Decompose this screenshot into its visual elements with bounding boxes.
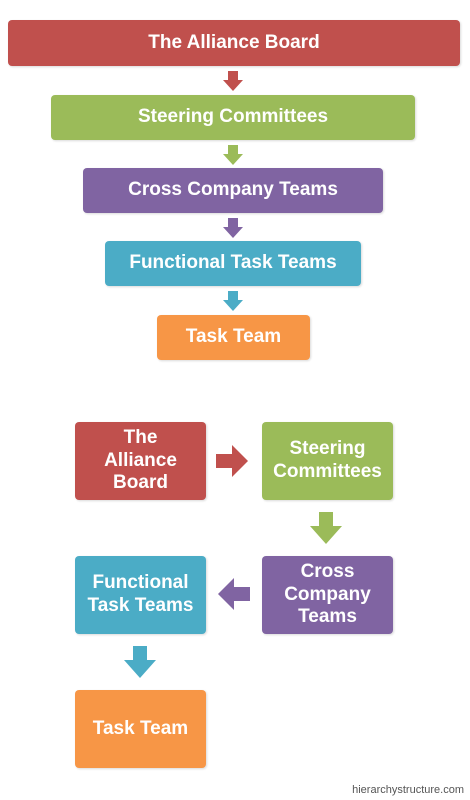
label-line: Steering [289,438,366,460]
label-line: The [123,426,158,448]
flow-arrow-right [216,445,248,477]
flow-arrow-down-1 [310,512,342,544]
arrow-shape [223,71,243,91]
flow-node-task-team: Task Team [75,690,206,768]
top-arrow-down-1 [223,71,243,91]
arrow-path [310,512,342,544]
flow-node-steering-committees: Steering Committees [262,422,393,500]
arrow-shape [218,578,250,610]
label-line: Alliance [104,449,177,471]
arrow-path [124,646,156,678]
arrow-shape [223,145,243,165]
top-node-cross-company-teams: Cross Company Teams [83,168,383,213]
top-node-task-team: Task Team [157,315,310,360]
top-node-steering-committees: Steering Committees [51,95,415,140]
label-line: Cross [300,560,355,582]
flow-node-label: The Alliance Board [104,427,177,495]
label-line: Teams [298,606,357,628]
arrow-path [223,291,243,311]
flow-node-label: Cross Company Teams [284,561,371,629]
top-node-functional-task-teams: Functional Task Teams [105,241,361,286]
top-arrow-down-3 [223,218,243,238]
arrow-shape [223,218,243,238]
arrow-shape [223,291,243,311]
flow-node-label: Task Team [93,718,188,741]
label-line: Company [284,583,371,605]
flow-node-cross-company-teams: Cross Company Teams [262,556,393,634]
top-arrow-down-2 [223,145,243,165]
label-line: Board [113,472,168,494]
top-arrow-down-4 [223,291,243,311]
arrow-shape [216,445,248,477]
flow-arrow-left [218,578,250,610]
label-line: Task Teams [87,595,194,616]
arrow-shape [124,646,156,678]
arrow-path [223,145,243,165]
arrow-shape [310,512,342,544]
label-line: Task Team [92,717,189,739]
label-line: Functional [92,572,189,594]
arrow-path [218,578,250,610]
arrow-path [216,445,248,477]
top-node-alliance-board: The Alliance Board [8,20,460,66]
flow-node-label: Steering Committees [273,438,382,484]
flow-node-alliance-board: The Alliance Board [75,422,206,500]
arrow-path [223,71,243,91]
label-line: Committees [273,461,382,482]
flow-node-label: Functional Task Teams [88,572,194,618]
flow-arrow-down-2 [124,646,156,678]
watermark: hierarchystructure.com [352,784,464,796]
flow-node-functional-task-teams: Functional Task Teams [75,556,206,634]
arrow-path [223,218,243,238]
